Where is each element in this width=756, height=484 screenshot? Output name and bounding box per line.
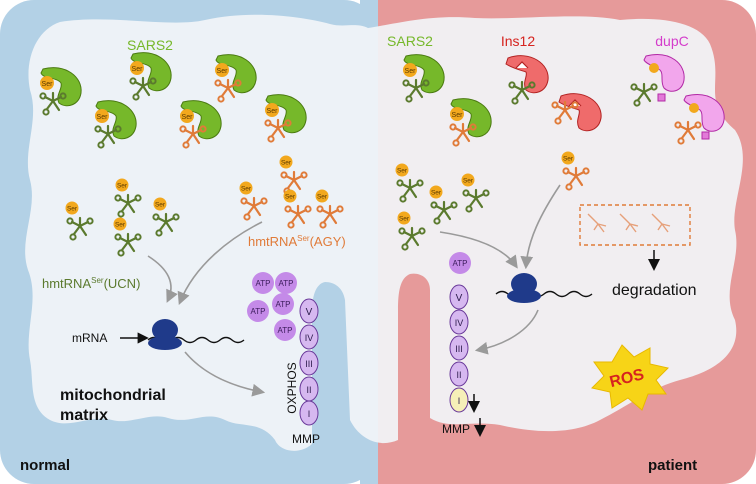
svg-text:III: III: [305, 359, 313, 369]
sars2-enzyme: Ser: [264, 94, 307, 143]
arrow-agy-to-ribosome-patient: [520, 184, 561, 270]
svg-text:Ser: Ser: [452, 112, 464, 119]
svg-text:Ser: Ser: [431, 190, 442, 197]
svg-text:Ser: Ser: [97, 114, 109, 121]
ins12-enzyme: [551, 93, 602, 132]
matrix-label-line2: matrix: [60, 407, 108, 424]
svg-text:Ser: Ser: [67, 206, 78, 213]
ros-burst: ROS: [591, 344, 669, 411]
trna-agy-group: Ser Ser Ser Ser: [239, 155, 344, 229]
svg-text:V: V: [306, 307, 313, 318]
sars2-label-normal: SARS2: [127, 37, 173, 53]
patient-label: patient: [648, 457, 697, 474]
sars2-enzyme: Ser: [214, 54, 257, 103]
complex-ii: II: [449, 361, 469, 387]
sars2-enzyme: Ser: [129, 52, 172, 101]
complex-i: I: [449, 387, 469, 413]
trna-agy-patient: Ser: [561, 151, 590, 191]
degradation-box: [579, 204, 691, 246]
svg-text:ATP: ATP: [256, 279, 271, 288]
svg-text:II: II: [456, 370, 461, 380]
complex-i: I: [299, 400, 319, 426]
arrow-ucn-to-ribosome-patient: [439, 231, 518, 269]
svg-text:ATP: ATP: [453, 259, 468, 268]
svg-text:Ser: Ser: [217, 68, 229, 75]
svg-text:ATP: ATP: [276, 300, 291, 309]
sars2-enzyme: Ser: [179, 100, 222, 149]
atp-group-normal: ATP ATP ATP ATP ATP: [247, 272, 297, 341]
svg-text:Ser: Ser: [115, 222, 126, 229]
dupc-label: dupC: [655, 33, 688, 49]
svg-text:Ser: Ser: [397, 168, 408, 175]
svg-text:V: V: [456, 293, 463, 304]
oxphos-label: OXPHOS: [285, 362, 299, 413]
svg-text:Ser: Ser: [267, 108, 279, 115]
complex-iv: IV: [449, 309, 469, 335]
dupc-enzyme: [674, 94, 725, 145]
dupc-enzyme: [630, 54, 685, 107]
complex-iv: IV: [299, 324, 319, 350]
ins12-enzyme: [505, 55, 549, 105]
svg-text:Ser: Ser: [463, 178, 474, 185]
sars2-label-patient: SARS2: [387, 33, 433, 49]
sars2-enzyme: Ser: [402, 54, 445, 103]
svg-text:IV: IV: [455, 318, 464, 328]
svg-text:Ser: Ser: [285, 194, 296, 201]
sars2-enzyme: Ser: [39, 67, 82, 116]
svg-text:II: II: [306, 385, 311, 395]
mrna-label: mRNA: [72, 331, 107, 345]
complex-v: V: [449, 284, 469, 310]
degradation-label: degradation: [612, 282, 697, 299]
arrow-ucn-to-ribosome: [147, 255, 178, 303]
svg-text:ATP: ATP: [251, 307, 266, 316]
arrow-ribosome-to-oxphos: [184, 351, 266, 397]
svg-text:ATP: ATP: [279, 279, 294, 288]
ribosome-patient: [507, 273, 541, 303]
complex-v: V: [299, 298, 319, 324]
svg-text:Ser: Ser: [405, 68, 417, 75]
svg-text:ATP: ATP: [278, 326, 293, 335]
arrow-ribosome-to-oxphos-patient: [474, 309, 539, 355]
complex-iii: III: [299, 350, 319, 376]
trna-ucn-group: Ser Ser Ser Ser: [65, 178, 180, 257]
svg-text:Ser: Ser: [563, 156, 574, 163]
svg-text:Ser: Ser: [42, 81, 54, 88]
svg-text:Ser: Ser: [132, 66, 144, 73]
svg-text:Ser: Ser: [241, 186, 252, 193]
svg-text:I: I: [458, 396, 461, 406]
svg-text:Ser: Ser: [155, 202, 166, 209]
svg-text:Ser: Ser: [399, 216, 410, 223]
trna-ucn-group-patient: Ser Ser Ser Ser: [395, 163, 490, 251]
complex-iii: III: [449, 335, 469, 361]
sars2-enzyme: Ser: [94, 100, 137, 149]
svg-text:Ser: Ser: [117, 183, 128, 190]
normal-label: normal: [20, 457, 70, 474]
oxphos-complexes-normal: V IV III II I: [299, 298, 319, 426]
hmtrna-agy-label: hmtRNASer(AGY): [248, 234, 346, 249]
complex-ii: II: [299, 376, 319, 402]
svg-text:IV: IV: [305, 333, 314, 343]
svg-text:Ser: Ser: [182, 114, 194, 121]
ribosome-normal: [148, 319, 182, 350]
svg-text:Ser: Ser: [281, 160, 292, 167]
ins12-label: Ins12: [501, 33, 535, 49]
matrix-label-line1: mitochondrial: [60, 387, 166, 404]
sars2-enzyme: Ser: [449, 98, 492, 147]
atp-patient: ATP: [449, 252, 471, 274]
oxphos-complexes-patient: V IV III II I: [449, 284, 469, 413]
hmtrna-ucn-label: hmtRNASer(UCN): [42, 276, 140, 291]
svg-text:I: I: [308, 409, 311, 419]
mmp-label-normal: MMP: [292, 432, 320, 446]
svg-text:Ser: Ser: [317, 194, 328, 201]
arrow-agy-to-ribosome: [177, 221, 263, 305]
degraded-trnas: [587, 213, 671, 233]
mmp-label-patient: MMP: [442, 422, 470, 436]
svg-text:III: III: [455, 344, 463, 354]
